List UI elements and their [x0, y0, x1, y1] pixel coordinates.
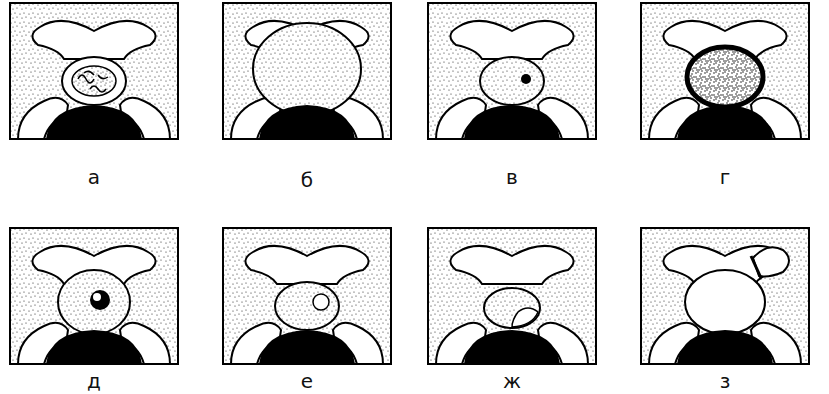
panel-letter: з — [720, 371, 731, 391]
vertebra-panel — [223, 3, 391, 139]
vertebral-body — [464, 330, 560, 364]
panel-letter: д — [87, 371, 101, 391]
vertebra-panel — [641, 228, 809, 364]
vertebral-body — [46, 330, 142, 364]
panel-letter: а — [88, 167, 100, 187]
panel-frame — [10, 3, 178, 139]
vertebra-panel — [10, 3, 178, 139]
vertebral-arch — [245, 246, 368, 284]
panel-frame — [428, 3, 596, 139]
vertebral-arch — [32, 21, 155, 59]
vertebral-body — [259, 105, 355, 139]
vessel-tangle — [78, 75, 94, 83]
spinal-canal — [253, 23, 361, 115]
vessel-tangle — [98, 75, 108, 79]
spinal-canal — [685, 270, 765, 334]
vertebral-arch — [450, 21, 573, 59]
vertebra-panel — [10, 228, 178, 364]
vertebral-body — [464, 105, 560, 139]
vertebra-panel — [223, 228, 391, 364]
spinal-canal — [480, 57, 544, 105]
lesion — [72, 66, 116, 96]
cyst — [313, 294, 329, 310]
vertebral-body — [259, 330, 355, 364]
panel-letter: в — [506, 167, 518, 187]
vertebra-panel — [641, 3, 809, 139]
cyst — [512, 308, 538, 327]
vertebral-body — [677, 105, 773, 139]
vertebral-body — [46, 105, 142, 139]
panel-frame — [428, 228, 596, 364]
spinal-canal — [687, 47, 763, 107]
panel-frame — [223, 3, 391, 139]
vessel-tangle — [90, 86, 106, 92]
panel-frame — [10, 228, 178, 364]
spinal-canal — [484, 288, 540, 328]
spinal-canal — [58, 270, 130, 334]
panel-frame — [223, 228, 391, 364]
panel-letter: ж — [503, 371, 521, 391]
panel-letter: г — [720, 167, 731, 187]
lesion-core — [93, 293, 101, 301]
panel-frame — [641, 228, 809, 364]
fracture-line — [751, 256, 761, 278]
panel-letter: б — [301, 170, 313, 190]
vertebra-panel — [428, 3, 596, 139]
panel-letter: е — [301, 371, 313, 391]
vessel-tangle — [84, 71, 94, 75]
spinal-canal — [62, 57, 126, 105]
panel-frame — [641, 3, 809, 139]
spinal-canal — [275, 282, 339, 330]
vertebral-body — [677, 330, 773, 364]
vertebra-panel — [428, 228, 596, 364]
lesion — [90, 290, 110, 310]
vertebral-arch — [450, 246, 573, 284]
lesion-dot — [521, 74, 531, 84]
